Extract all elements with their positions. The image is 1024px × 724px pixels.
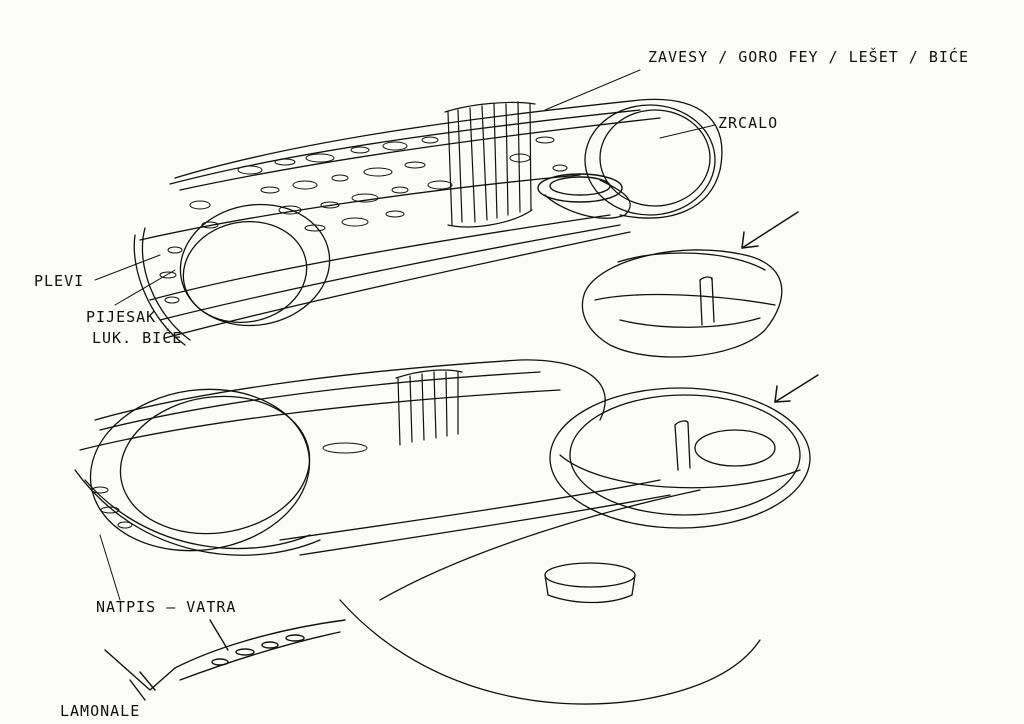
arrow-2 (774, 374, 819, 403)
arrow-1 (741, 211, 799, 249)
upper-tube (133, 98, 723, 346)
label-left-2: PIJESAK (86, 308, 156, 326)
upper-column (444, 101, 536, 228)
leader-lines (94, 69, 716, 601)
label-left-1: PLEVI (34, 272, 84, 290)
upper-bowl (537, 173, 623, 203)
section-detail (104, 619, 346, 701)
label-top-right-1: ZAVESY / GORO FEY / LEŠET / BIĆE (648, 47, 969, 66)
detail-dome-2 (549, 387, 811, 529)
lower-tube (74, 359, 761, 705)
lower-column (395, 369, 463, 446)
lower-tube-texture (91, 442, 368, 529)
label-bottom-2: LAMONALE (60, 702, 140, 720)
label-left-3: LUK. BIĆE (92, 328, 182, 347)
upper-tube-texture (159, 136, 568, 304)
label-top-right-2: ZRCALO (718, 114, 778, 132)
label-bottom-1: NATPIS — VATRA (96, 598, 236, 616)
detail-dome-1 (581, 249, 783, 358)
